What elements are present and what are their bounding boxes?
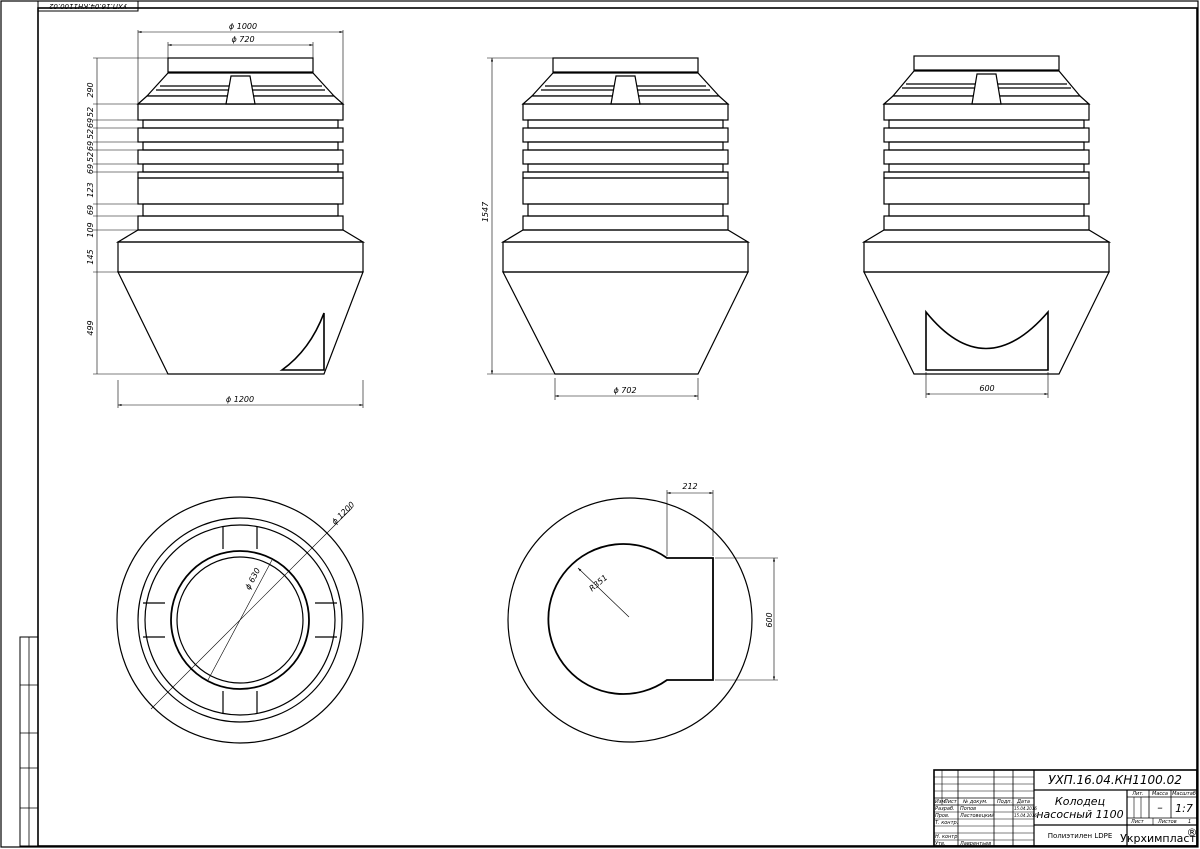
- tb-sheet-label: Лист: [1130, 819, 1145, 825]
- dim-plan-inner: ϕ 630: [243, 567, 262, 592]
- dim-h-499: 499: [86, 320, 95, 335]
- dim-h-69b: 69: [86, 141, 95, 151]
- back-view: [861, 55, 1112, 375]
- dim-top-inner: ϕ 720: [231, 35, 254, 44]
- dim-h-109: 109: [86, 222, 95, 237]
- dim-h-69a: 69: [86, 118, 95, 128]
- dim-h-52b: 52: [86, 152, 95, 162]
- tb-row-chk-name: Ластовецкий: [959, 813, 995, 819]
- dim-h-52c: 52: [86, 107, 95, 117]
- tb-sheets-label: Листов: [1157, 819, 1177, 825]
- dim-h-145: 145: [86, 249, 95, 264]
- tb-company: Укрхимпласт: [1120, 832, 1196, 845]
- tb-row-chk: Пров.: [935, 813, 950, 819]
- tb-row-app: Утв.: [935, 841, 946, 847]
- tb-row-dev: Разраб.: [935, 806, 955, 812]
- dim-base: ϕ 1200: [226, 395, 254, 404]
- side-view-dims: [487, 57, 699, 400]
- dim-back-opening: 600: [979, 384, 994, 393]
- dim-top-outer: ϕ 1000: [229, 22, 257, 31]
- tb-row-dev-date: 15.04.2016: [1014, 806, 1037, 811]
- dim-h-290: 290: [86, 82, 95, 97]
- tb-scale-value: 1:7: [1175, 802, 1193, 815]
- dim-side-height: 1547: [481, 201, 490, 222]
- dim-h-52a: 52: [86, 129, 95, 139]
- title-block-text: УХП.16.04.КН1100.02 Колодец насосный 110…: [935, 773, 1198, 847]
- dim-side-bottom: ϕ 702: [613, 386, 636, 395]
- tb-hdr-sign: Подп.: [997, 799, 1012, 805]
- title-block: [933, 769, 1198, 847]
- dim-h-69c: 69: [86, 164, 95, 174]
- dim-h-123: 123: [86, 182, 95, 197]
- front-view-dim-labels: ϕ 1000 ϕ 720 ϕ 1200 290 52 69 52 69 69 5…: [86, 22, 257, 404]
- bottom-plan: [507, 497, 753, 743]
- tb-code: УХП.16.04.КН1100.02: [1048, 773, 1182, 787]
- tb-col-lit: Лит.: [1131, 791, 1144, 797]
- tb-name-line2: насосный 1100: [1036, 808, 1123, 821]
- tb-name-line1: Колодец: [1055, 795, 1105, 808]
- dim-h-69d: 69: [86, 205, 95, 215]
- tb-row-tk: Т. контр.: [935, 820, 958, 826]
- tb-hdr-doc: № докум.: [962, 799, 988, 805]
- tb-row-app-name: Лаврентьев: [959, 841, 991, 847]
- front-view-dims: [93, 30, 364, 408]
- tb-col-scale: Масштаб: [1172, 791, 1196, 797]
- dim-bottom-width: 600: [765, 612, 774, 627]
- dim-plan-outer: ϕ 1200: [330, 500, 356, 526]
- tb-hdr-list: Лист: [943, 799, 958, 805]
- tb-hdr-date: Дата: [1016, 799, 1030, 805]
- tb-sheets-value: 1: [1188, 819, 1191, 825]
- side-view: [500, 57, 751, 375]
- tb-row-dev-name: Попов: [960, 806, 976, 812]
- tb-mass-value: –: [1157, 801, 1163, 814]
- bottom-plan-dims: [577, 490, 778, 681]
- front-view: [115, 57, 366, 375]
- rotated-stamp-code: УХП.16.04.КН1100.02: [48, 2, 127, 10]
- tb-row-chk-date: 15.04.2016: [1014, 813, 1037, 818]
- back-view-dims: [925, 372, 1049, 398]
- dim-bottom-radius: R351: [588, 573, 610, 593]
- tb-col-mass: Масса: [1152, 791, 1168, 797]
- dim-bottom-neck: 212: [682, 482, 697, 491]
- tb-row-nk: Н. контр.: [935, 834, 959, 840]
- tb-material: Полиэтилен LDPE: [1048, 832, 1113, 840]
- tb-hdr-izm: Изм.: [935, 799, 947, 805]
- tb-registered: ®: [1187, 826, 1198, 839]
- top-plan: [116, 496, 364, 744]
